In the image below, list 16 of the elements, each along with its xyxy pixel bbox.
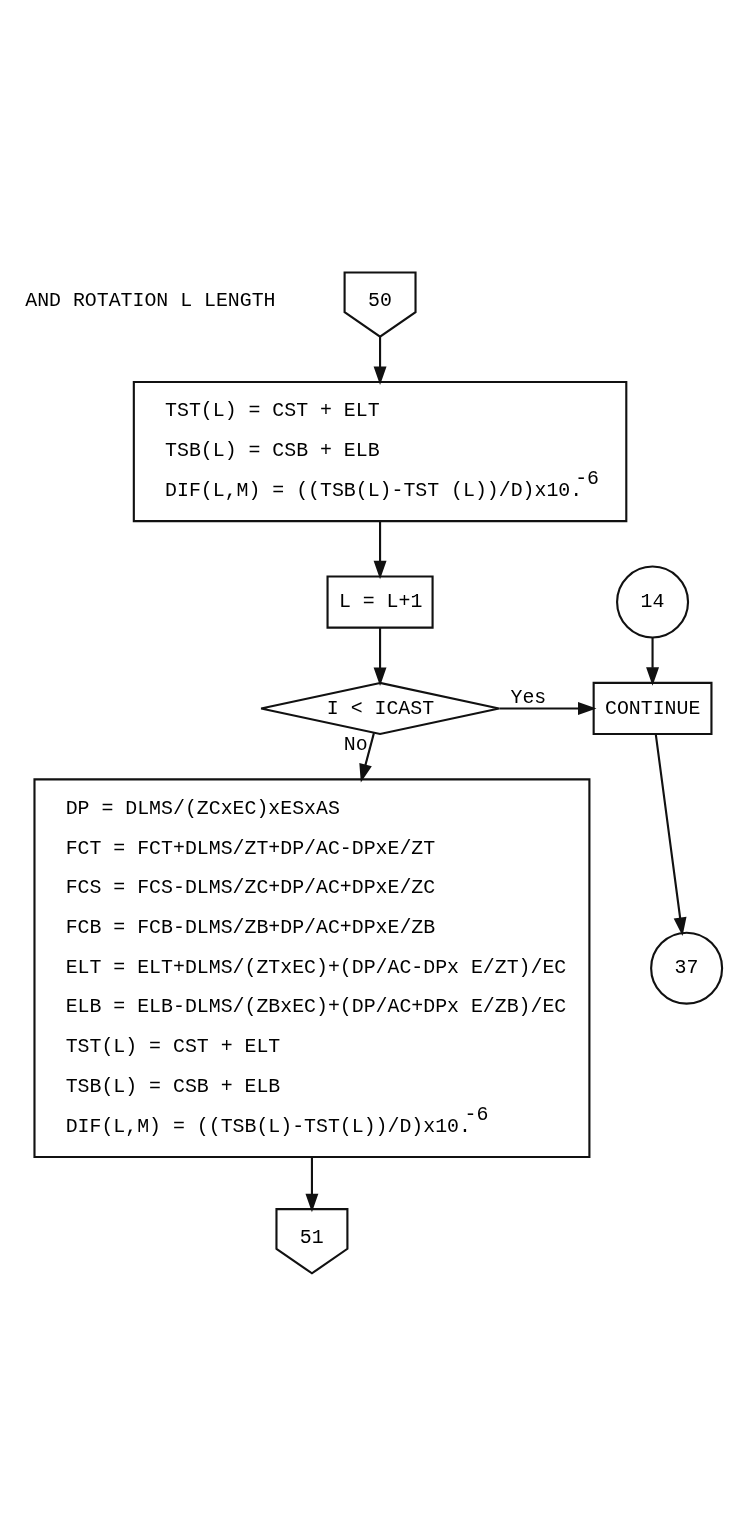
node-diamond: I < ICAST <box>260 681 501 736</box>
node-circle: 37 <box>650 931 724 1005</box>
arrow <box>646 637 660 686</box>
node-circle: 14 <box>616 565 690 639</box>
arrow <box>499 702 597 715</box>
arrow <box>373 521 387 580</box>
arrow <box>305 1157 319 1213</box>
label: AND ROTATION L LENGTH <box>25 289 276 313</box>
arrow <box>373 336 387 386</box>
node-box: L = L+1 <box>326 575 434 629</box>
arrow <box>373 628 387 686</box>
node-box: CONTINUE <box>592 681 713 736</box>
arrow <box>359 732 375 783</box>
arrow <box>654 733 687 936</box>
edge-label: Yes <box>510 686 547 710</box>
edge-label: No <box>343 733 368 757</box>
